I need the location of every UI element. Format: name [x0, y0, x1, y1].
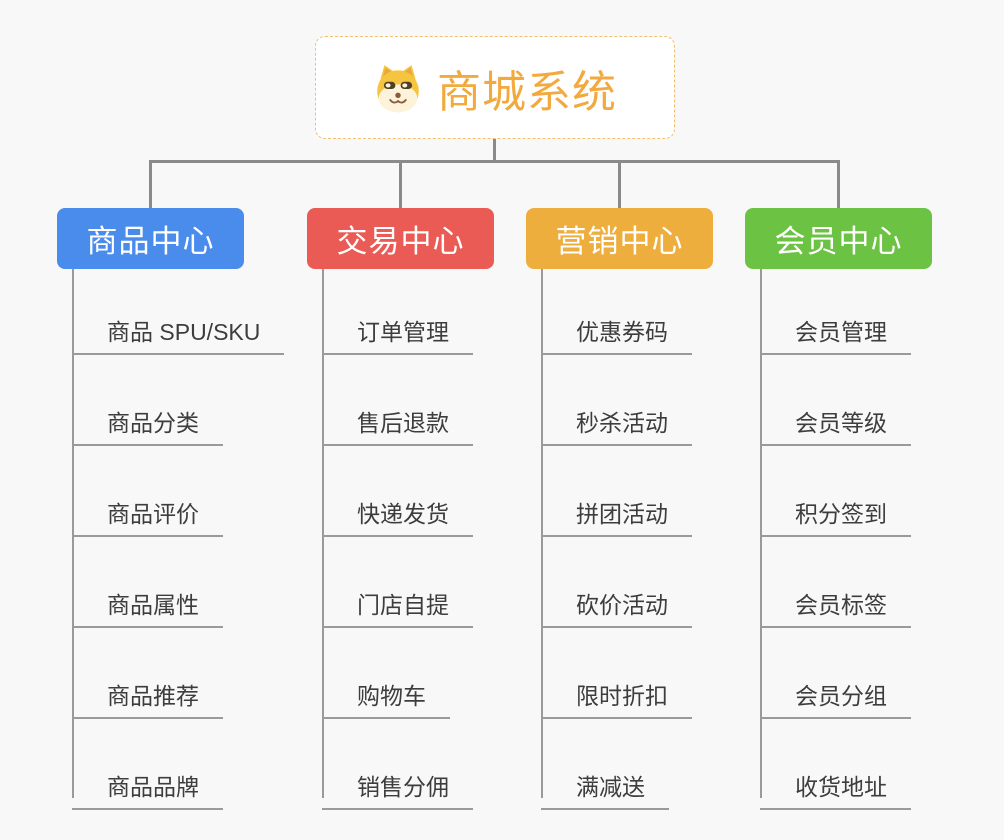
connector-drop-product	[149, 160, 152, 208]
mindmap-node-item[interactable]: 订单管理	[322, 317, 473, 355]
mindmap-node-item[interactable]: 会员分组	[760, 681, 911, 719]
mindmap-node-item[interactable]: 售后退款	[322, 408, 473, 446]
dog-face-icon	[373, 63, 423, 113]
mindmap-node-item[interactable]: 商品评价	[72, 499, 223, 537]
branch-items: 订单管理 售后退款 快递发货 门店自提 购物车 销售分佣	[322, 317, 557, 810]
branch-trunk-line	[322, 269, 324, 798]
branch-marketing-center: 营销中心 优惠券码 秒杀活动 拼团活动 砍价活动 限时折扣 满减送	[526, 208, 776, 810]
connector-root-stub	[493, 139, 496, 163]
mindmap-node-item[interactable]: 拼团活动	[541, 499, 692, 537]
mindmap-node-item[interactable]: 优惠券码	[541, 317, 692, 355]
mindmap-node-item[interactable]: 会员等级	[760, 408, 911, 446]
branch-trade-center: 交易中心 订单管理 售后退款 快递发货 门店自提 购物车 销售分佣	[307, 208, 557, 810]
mindmap-node-item[interactable]: 商品分类	[72, 408, 223, 446]
mindmap-node-item[interactable]: 商品属性	[72, 590, 223, 628]
branch-trunk-line	[541, 269, 543, 798]
branch-items: 会员管理 会员等级 积分签到 会员标签 会员分组 收货地址	[760, 317, 995, 810]
connector-drop-member	[837, 160, 840, 208]
branch-items: 优惠券码 秒杀活动 拼团活动 砍价活动 限时折扣 满减送	[541, 317, 776, 810]
mindmap-node-item[interactable]: 商品推荐	[72, 681, 223, 719]
branch-header-marketing-center[interactable]: 营销中心	[526, 208, 713, 269]
mindmap-node-item[interactable]: 快递发货	[322, 499, 473, 537]
mindmap-node-item[interactable]: 砍价活动	[541, 590, 692, 628]
mindmap-node-item[interactable]: 收货地址	[760, 772, 911, 810]
branch-header-product-center[interactable]: 商品中心	[57, 208, 244, 269]
mindmap-node-item[interactable]: 满减送	[541, 772, 669, 810]
connector-horizontal-bar	[149, 160, 840, 163]
branch-items: 商品 SPU/SKU 商品分类 商品评价 商品属性 商品推荐 商品品牌	[72, 317, 307, 810]
branch-trunk-line	[72, 269, 74, 798]
root-title: 商城系统	[437, 67, 617, 117]
branch-product-center: 商品中心 商品 SPU/SKU 商品分类 商品评价 商品属性 商品推荐 商品品牌	[57, 208, 307, 810]
mindmap-node-item[interactable]: 商品 SPU/SKU	[72, 317, 285, 355]
mindmap-node-item[interactable]: 商品品牌	[72, 772, 223, 810]
mindmap-node-item[interactable]: 秒杀活动	[541, 408, 692, 446]
mindmap-node-item[interactable]: 积分签到	[760, 499, 911, 537]
branch-member-center: 会员中心 会员管理 会员等级 积分签到 会员标签 会员分组 收货地址	[745, 208, 995, 810]
branch-trunk-line	[760, 269, 762, 798]
mindmap-node-item[interactable]: 会员标签	[760, 590, 911, 628]
mindmap-node-item[interactable]: 会员管理	[760, 317, 911, 355]
mindmap-node-item[interactable]: 门店自提	[322, 590, 473, 628]
connector-drop-marketing	[618, 160, 621, 208]
branch-header-member-center[interactable]: 会员中心	[745, 208, 932, 269]
mindmap-node-item[interactable]: 销售分佣	[322, 772, 473, 810]
branch-header-trade-center[interactable]: 交易中心	[307, 208, 494, 269]
mindmap-node-item[interactable]: 购物车	[322, 681, 450, 719]
root-node[interactable]: 商城系统	[315, 36, 675, 139]
connector-drop-trade	[399, 160, 402, 208]
mindmap-node-item[interactable]: 限时折扣	[541, 681, 692, 719]
